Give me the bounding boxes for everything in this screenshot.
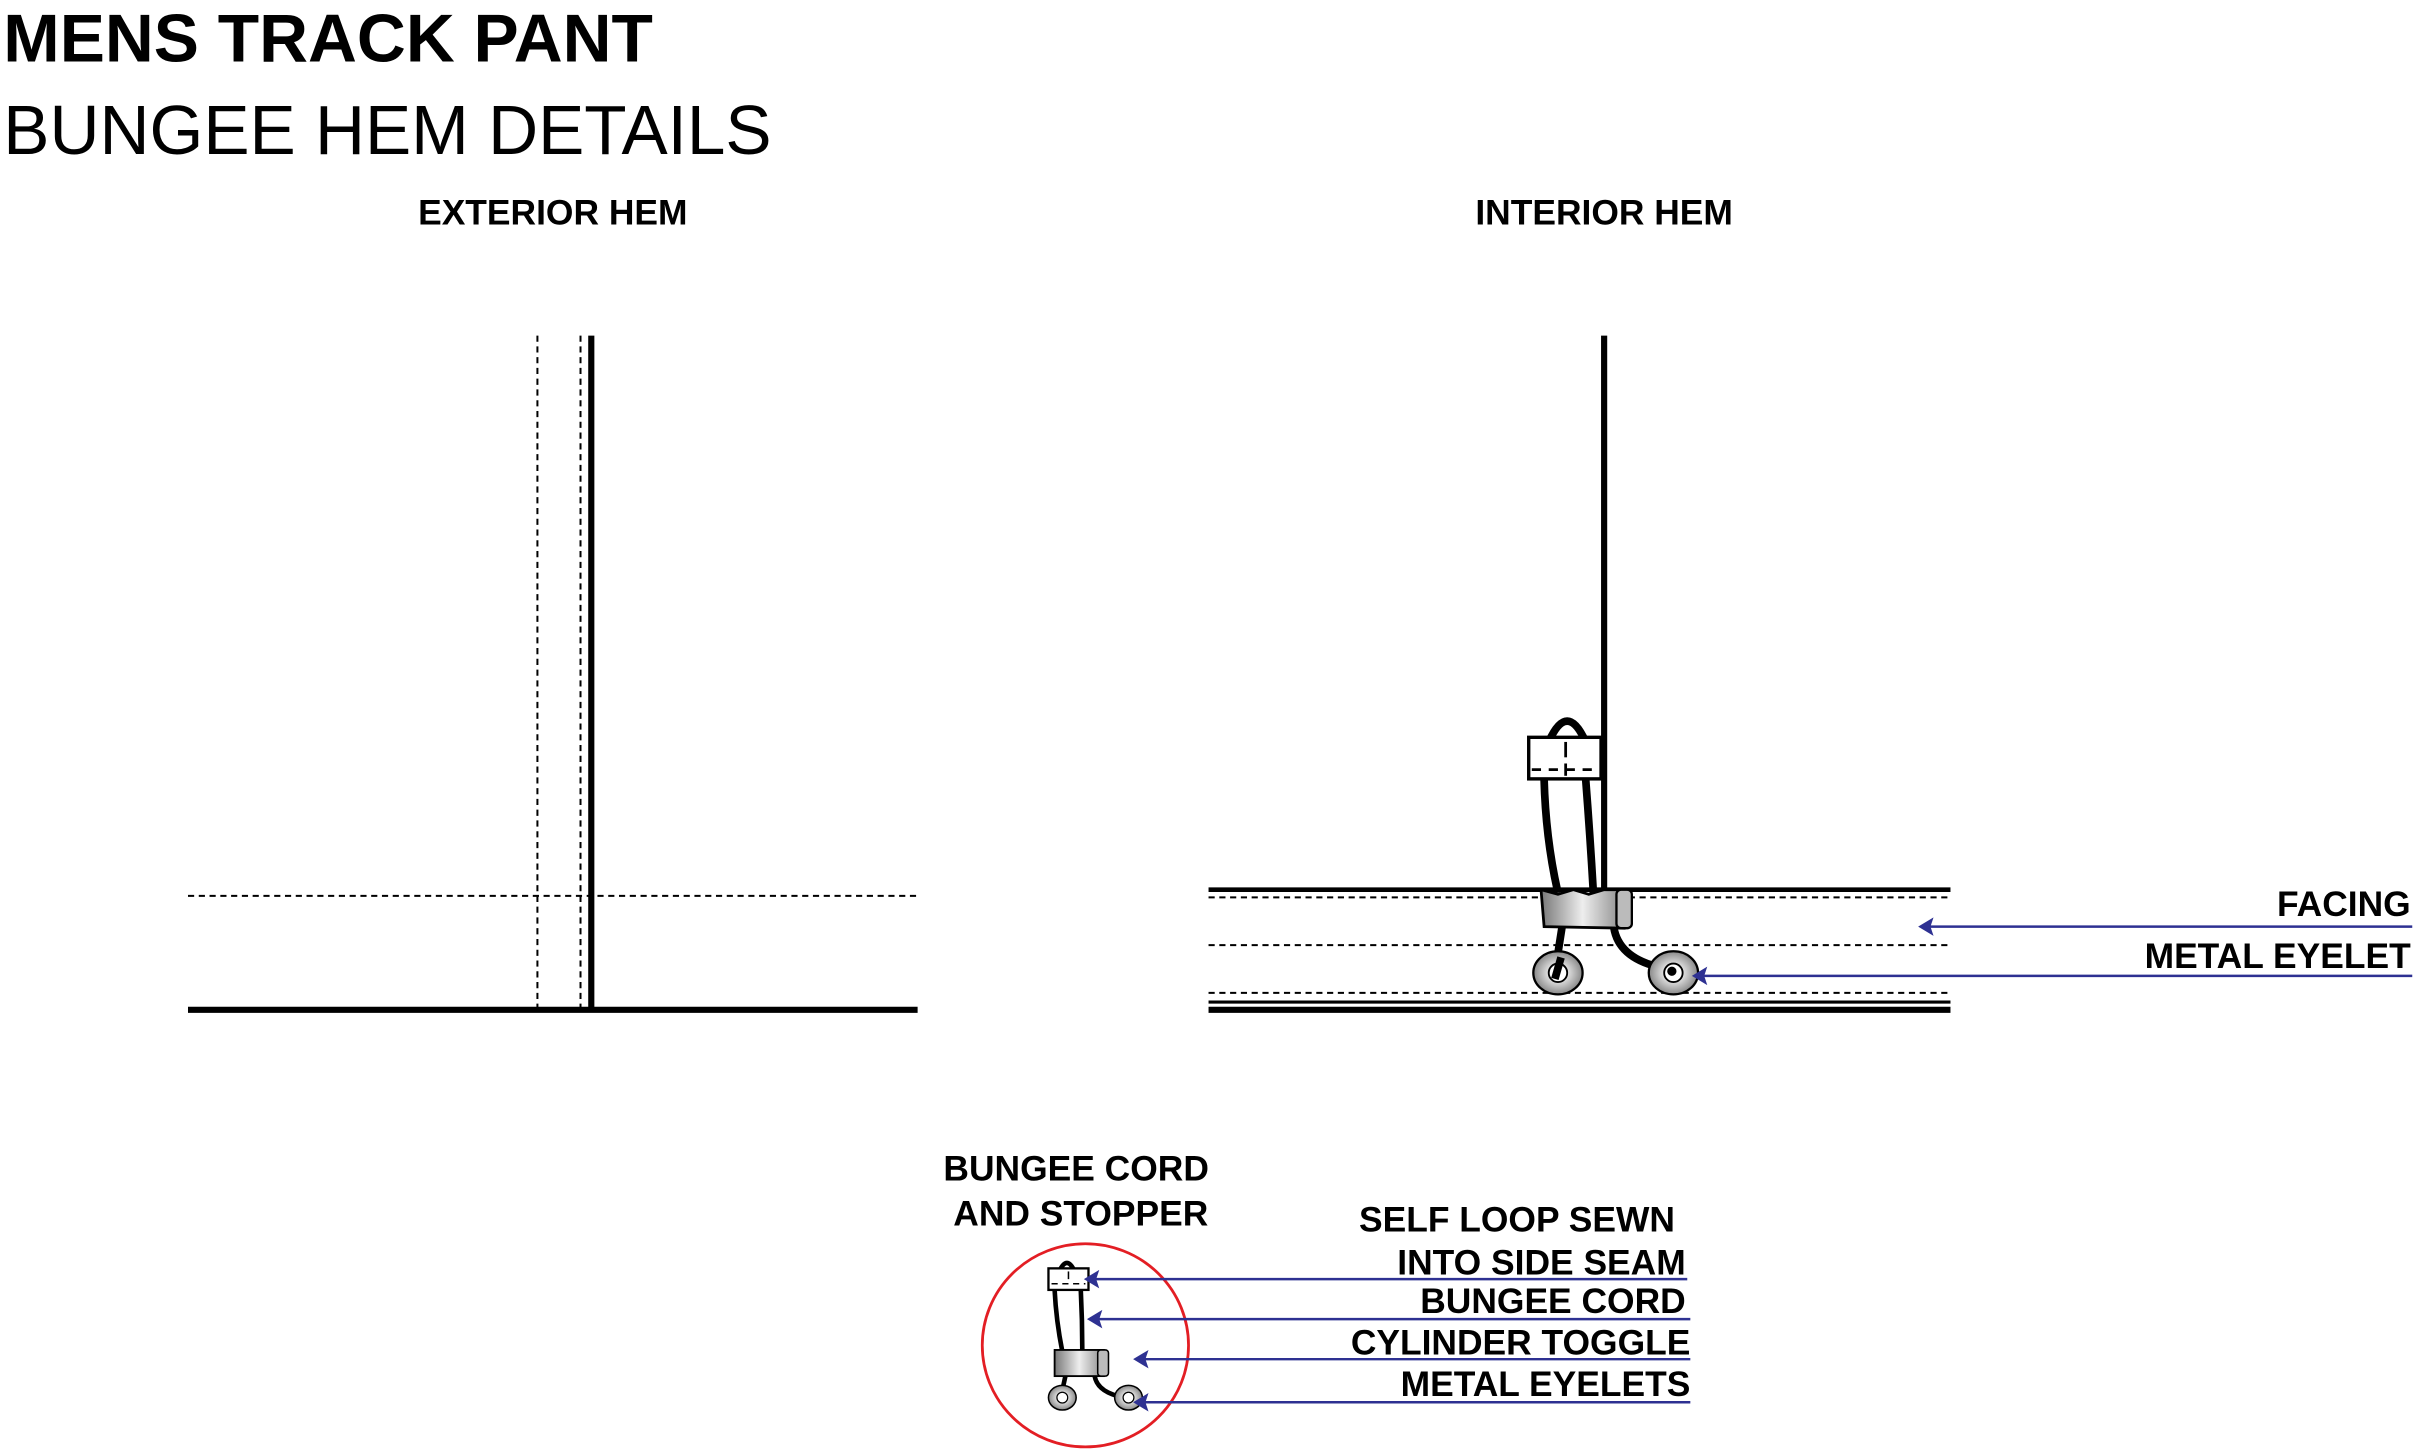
callout-self-loop-line2: INTO SIDE SEAM [1397,1243,1685,1283]
metal-eyelet-icon [1113,1384,1144,1411]
page-subtitle: BUNGEE HEM DETAILS [3,91,771,169]
bungee-detail: BUNGEE CORD AND STOPPER SELF LOOP SEWN I… [943,1149,1691,1449]
arrowhead-icon [1083,1269,1100,1289]
bungee-cord [1581,778,1598,894]
detail-circle [980,1242,1190,1449]
callout-metal-eyelet: METAL EYELET [2145,936,2411,976]
callout-metal-eyelets: METAL EYELETS [1401,1364,1691,1404]
interior-hem-drawing: INTERIOR HEM [1208,193,2413,1013]
metal-eyelet-icon [1532,950,1584,996]
bungee-cord [1078,1289,1085,1352]
arrowhead-icon [1133,1349,1149,1369]
callout-cylinder-toggle: CYLINDER TOGGLE [1351,1323,1691,1363]
arrowhead-icon [1086,1309,1103,1329]
exterior-hem-drawing: EXTERIOR HEM [187,193,918,1013]
interior-hem-heading: INTERIOR HEM [1475,193,1733,233]
stopper-icon [1527,735,1603,781]
detail-heading-line1: BUNGEE CORD [943,1149,1208,1189]
bungee-cord [1052,1289,1065,1352]
detail-heading-line2: AND STOPPER [953,1193,1208,1233]
bungee-cord [1540,778,1562,894]
callout-self-loop-line1: SELF LOOP SEWN [1359,1199,1675,1239]
cylinder-toggle-icon [1539,887,1633,930]
arrowhead-icon [1133,1393,1149,1412]
exterior-hem-heading: EXTERIOR HEM [418,193,687,233]
stopper-icon [1047,1267,1090,1292]
metal-eyelet-icon [1047,1384,1077,1411]
callout-facing: FACING [2277,884,2411,924]
callout-bungee-cord: BUNGEE CORD [1420,1281,1685,1321]
metal-eyelet-icon [1647,950,1700,996]
bungee-cord [1545,717,1590,744]
page-title: MENS TRACK PANT [3,2,653,77]
cylinder-toggle-icon [1053,1349,1110,1378]
arrowhead-icon [1691,966,1708,986]
arrowhead-icon [1918,917,1934,936]
